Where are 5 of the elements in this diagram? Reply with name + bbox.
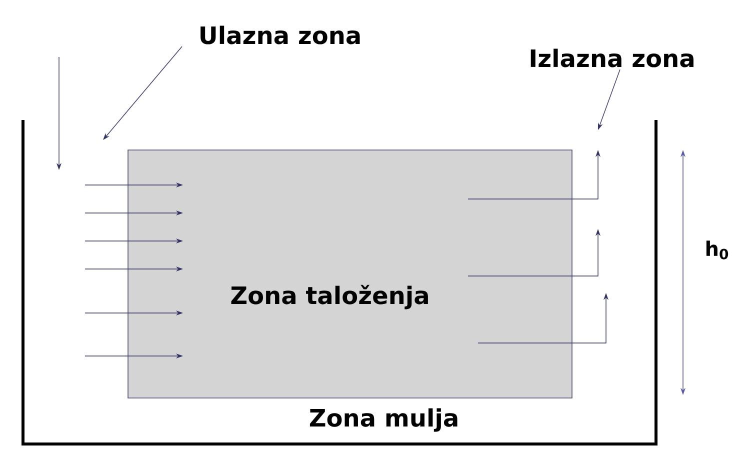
zone-label: Ulazna zona [200, 26, 360, 44]
settling-zone-box: Zona taloženja [128, 150, 572, 398]
height-label: h$_{0}$ [706, 240, 728, 260]
leader-line [103, 46, 182, 140]
zone-label: Izlazna zona [530, 48, 694, 68]
